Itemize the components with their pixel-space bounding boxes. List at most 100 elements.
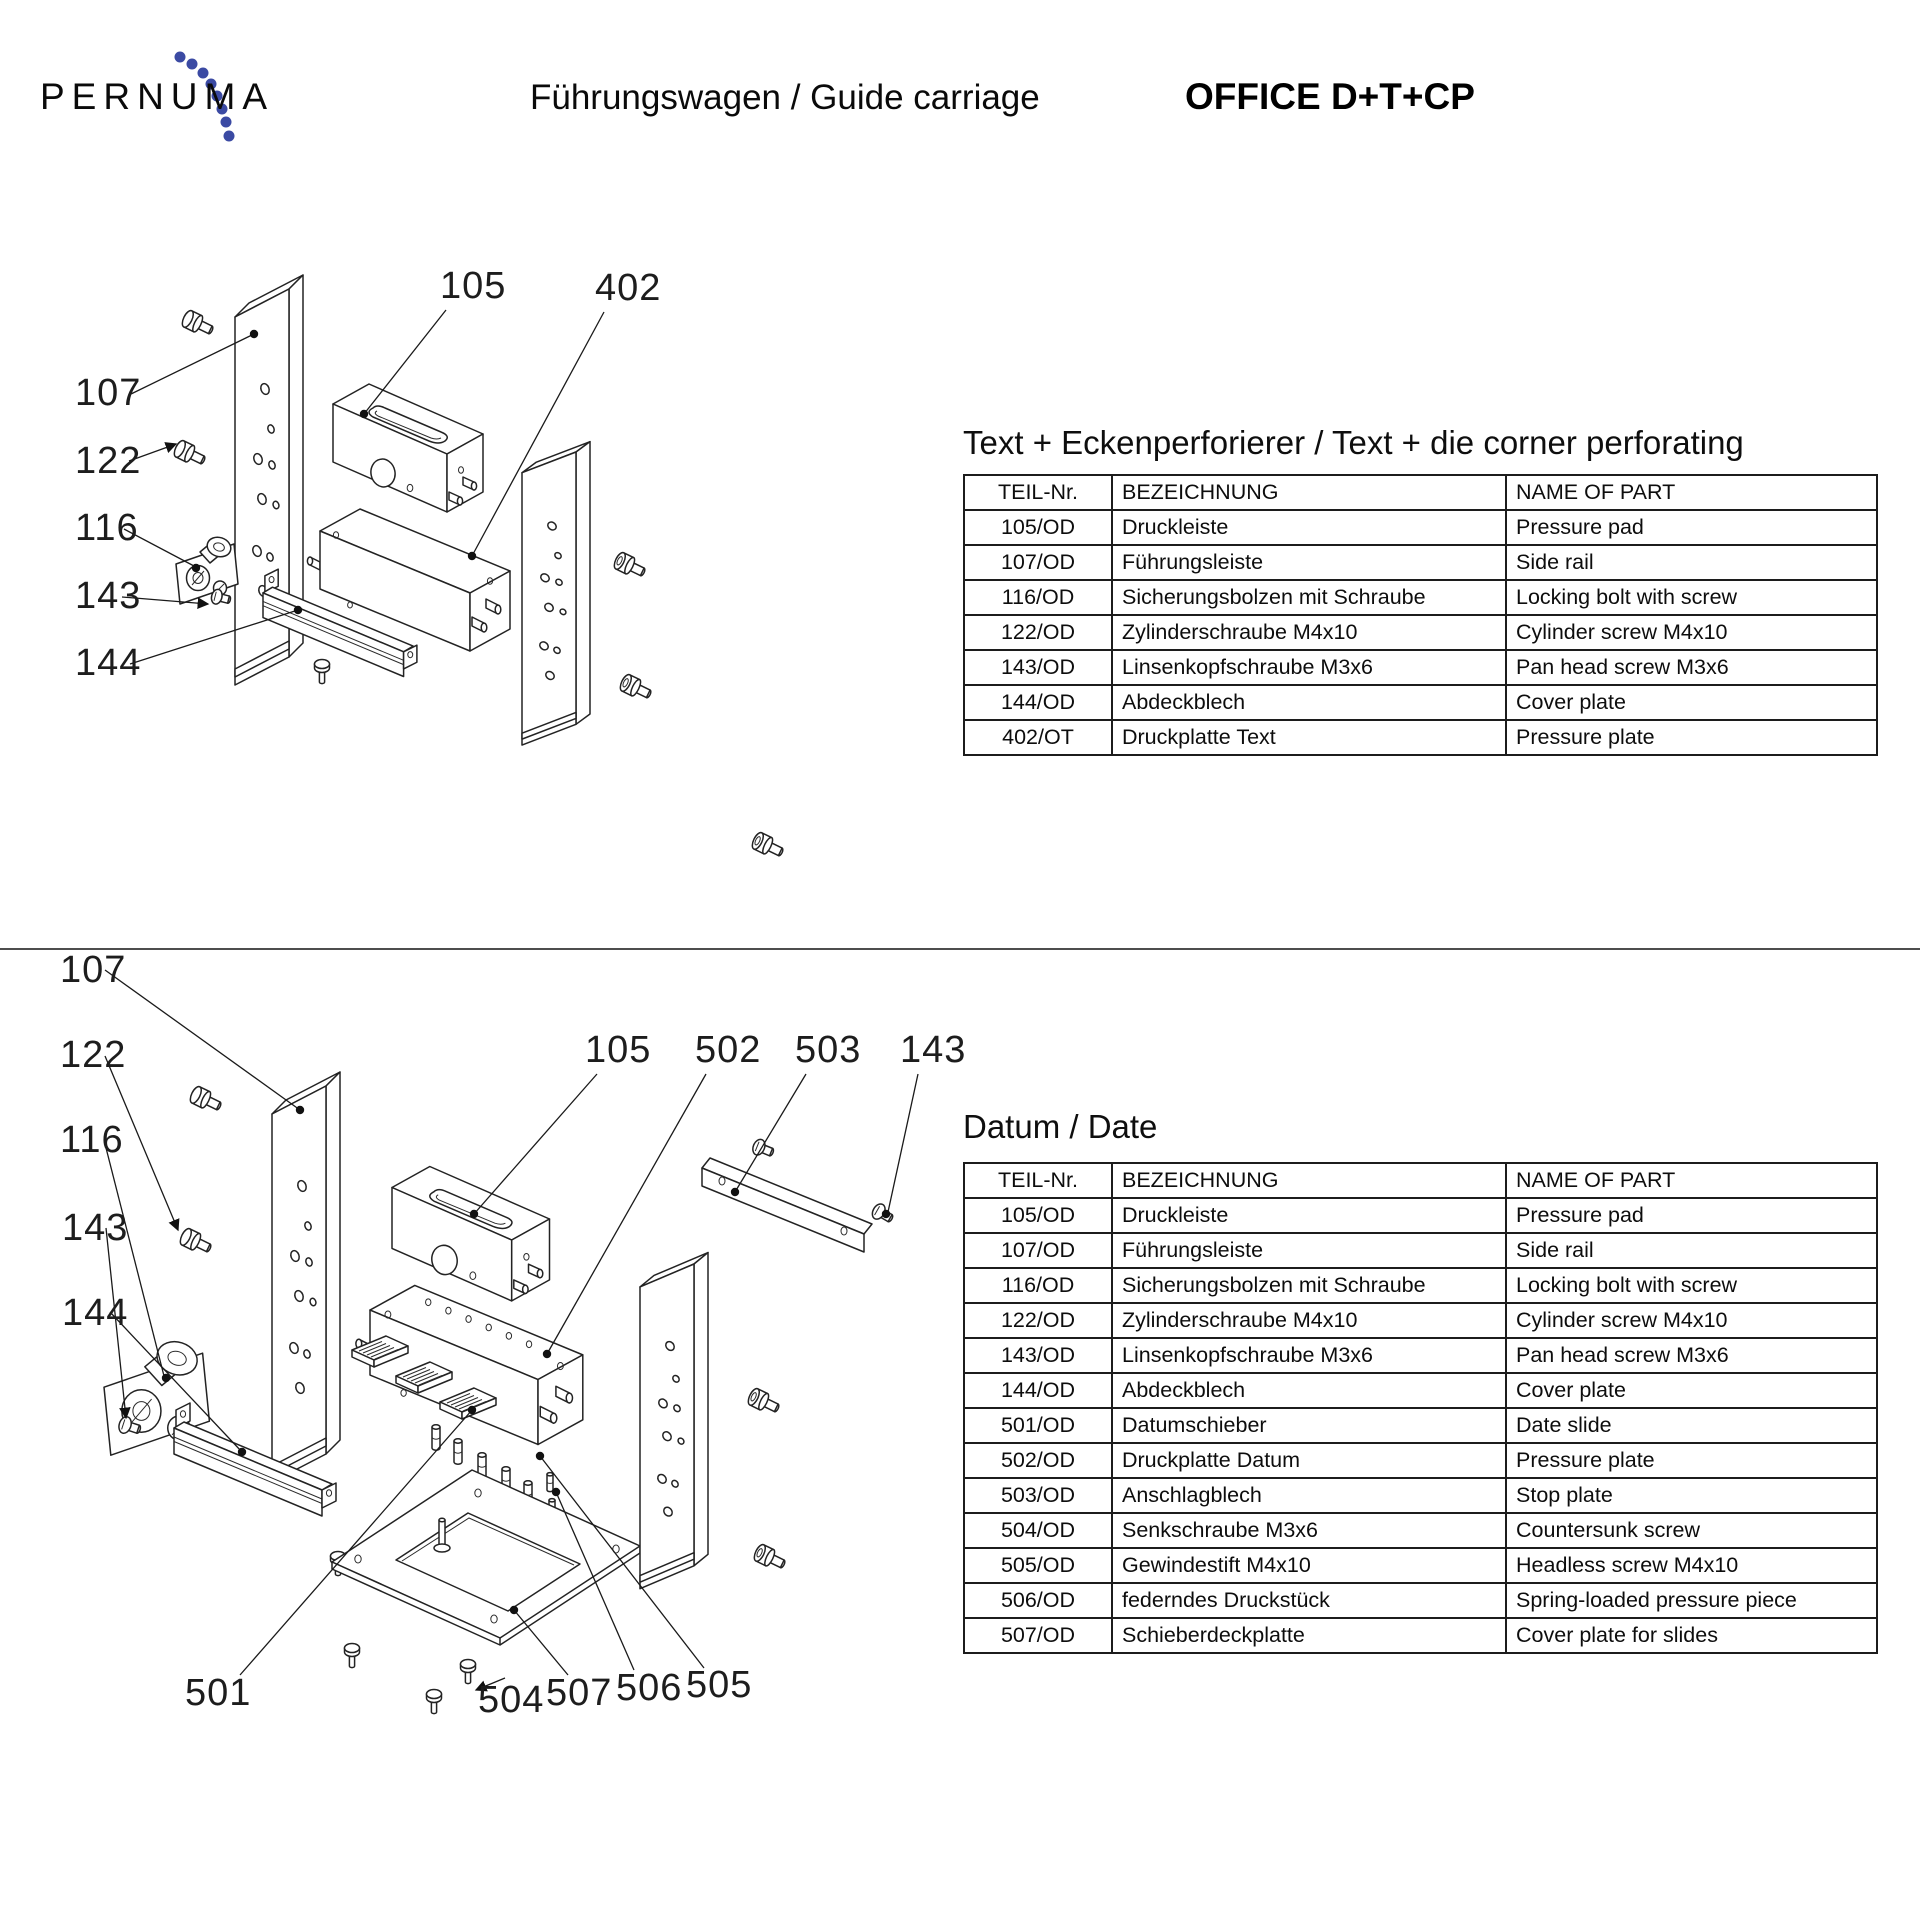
part-label-143: 143 — [900, 1029, 966, 1071]
name-of-part-cell: Spring-loaded pressure piece — [1505, 1582, 1878, 1619]
designation-cell: Druckleiste — [1111, 1197, 1507, 1234]
socket-screw-icon — [752, 1543, 788, 1573]
part-number-cell: 122/OD — [963, 614, 1113, 651]
page-title: Führungswagen / Guide carriage — [530, 78, 1040, 117]
name-of-part-cell: Pressure pad — [1505, 1197, 1878, 1234]
designation-cell: Datumschieber — [1111, 1407, 1507, 1444]
designation-cell: federndes Druckstück — [1111, 1582, 1507, 1619]
diagram-date: 105 502 503 143 107 122 116 143 144 501 … — [60, 949, 966, 1721]
socket-screw-icon — [618, 673, 654, 703]
name-of-part-cell: Pressure pad — [1505, 509, 1878, 546]
designation-cell: Zylinderschraube M4x10 — [1111, 1302, 1507, 1339]
pressure-plate-date — [356, 1285, 583, 1444]
leader-lines — [103, 969, 919, 1692]
countersunk-screw-icon — [343, 1642, 361, 1669]
product-name: OFFICE D+T+CP — [1185, 76, 1475, 117]
locking-bolt — [175, 533, 239, 605]
part-label-402: 402 — [595, 267, 661, 309]
name-of-part-cell: Locking bolt with screw — [1505, 579, 1878, 616]
part-label-507: 507 — [546, 1672, 612, 1714]
designation-cell: Senkschraube M3x6 — [1111, 1512, 1507, 1549]
section-divider — [0, 948, 1920, 950]
part-label-105: 105 — [585, 1029, 651, 1071]
socket-screw-icon — [746, 1387, 782, 1417]
name-of-part-cell: Pressure plate — [1505, 719, 1878, 756]
part-number-cell: 105/OD — [963, 509, 1113, 546]
part-label-105: 105 — [440, 265, 506, 307]
cylinder-screw-icon — [179, 308, 217, 340]
part-number-cell: 505/OD — [963, 1547, 1113, 1584]
part-number-cell: 507/OD — [963, 1617, 1113, 1654]
part-number-cell: 107/OD — [963, 544, 1113, 581]
designation-cell: Abdeckblech — [1111, 1372, 1507, 1409]
part-number-cell: 506/OD — [963, 1582, 1113, 1619]
designation-cell: Druckleiste — [1111, 509, 1507, 546]
designation-cell: Anschlagblech — [1111, 1477, 1507, 1514]
stop-plate — [701, 1157, 873, 1253]
part-number-cell: 504/OD — [963, 1512, 1113, 1549]
part-number-cell: 107/OD — [963, 1232, 1113, 1269]
pan-head-screw-icon — [749, 1136, 777, 1162]
part-number-cell: 402/OT — [963, 719, 1113, 756]
logo-wordmark: PERNUMA — [40, 76, 275, 117]
column-header-teil-nr-: TEIL-Nr. — [963, 474, 1113, 511]
countersunk-screw-icon — [459, 1658, 477, 1685]
designation-cell: Führungsleiste — [1111, 544, 1507, 581]
part-number-cell: 144/OD — [963, 684, 1113, 721]
name-of-part-cell: Stop plate — [1505, 1477, 1878, 1514]
part-label-116: 116 — [75, 507, 139, 549]
part-number-cell: 143/OD — [963, 1337, 1113, 1374]
name-of-part-cell: Pan head screw M3x6 — [1505, 649, 1878, 686]
column-header-bezeichnung: BEZEICHNUNG — [1111, 1162, 1507, 1199]
side-rail-left — [271, 1071, 341, 1483]
cylinder-screw-icon — [171, 438, 209, 470]
part-number-cell: 105/OD — [963, 1197, 1113, 1234]
part-label-143: 143 — [75, 575, 141, 617]
headless-screw-pin — [453, 1438, 463, 1465]
part-number-cell: 503/OD — [963, 1477, 1113, 1514]
name-of-part-cell: Side rail — [1505, 1232, 1878, 1269]
part-number-cell: 116/OD — [963, 579, 1113, 616]
part-label-122: 122 — [75, 440, 141, 482]
part-label-107: 107 — [60, 949, 126, 991]
countersunk-screw-icon — [425, 1688, 443, 1715]
column-header-name-of-part: NAME OF PART — [1505, 474, 1878, 511]
name-of-part-cell: Headless screw M4x10 — [1505, 1547, 1878, 1584]
socket-screw-icon — [750, 831, 786, 861]
name-of-part-cell: Cylinder screw M4x10 — [1505, 1302, 1878, 1339]
name-of-part-cell: Cover plate — [1505, 684, 1878, 721]
part-label-144: 144 — [62, 1292, 128, 1334]
part-number-cell: 143/OD — [963, 649, 1113, 686]
name-of-part-cell: Pan head screw M3x6 — [1505, 1337, 1878, 1374]
socket-screw-icon — [612, 551, 648, 581]
designation-cell: Gewindestift M4x10 — [1111, 1547, 1507, 1584]
side-rail-right — [521, 440, 591, 746]
leader-lines — [121, 309, 605, 665]
part-label-504: 504 — [478, 1679, 544, 1721]
name-of-part-cell: Date slide — [1505, 1407, 1878, 1444]
part-label-107: 107 — [75, 372, 141, 414]
pressure-pad — [332, 383, 484, 513]
column-header-bezeichnung: BEZEICHNUNG — [1111, 474, 1507, 511]
designation-cell: Schieberdeckplatte — [1111, 1617, 1507, 1654]
cylinder-screw-icon — [187, 1084, 225, 1116]
